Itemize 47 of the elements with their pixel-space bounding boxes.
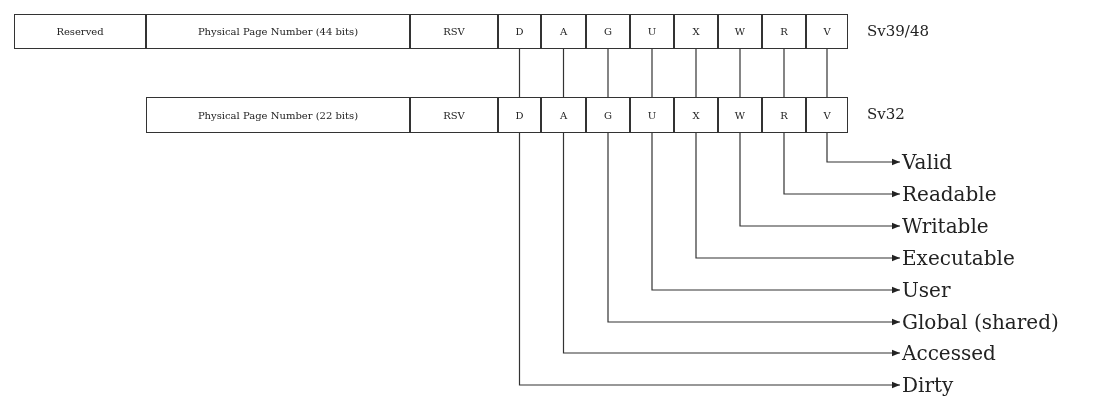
connector-line [783, 48, 785, 98]
connector-line [562, 48, 565, 98]
bit-field-cell: W [718, 97, 762, 133]
arrow [607, 132, 901, 326]
bit-field-cell: W [718, 14, 762, 49]
arrow [739, 132, 901, 230]
bit-field-cell: X [674, 97, 718, 133]
bit-field-cell: Physical Page Number (22 bits) [146, 97, 410, 133]
connector-line [739, 48, 741, 98]
flag-label: Dirty [902, 373, 954, 397]
bit-field-cell: G [586, 97, 630, 133]
bit-field-cell: D [498, 97, 541, 133]
connector-line [826, 48, 828, 98]
bit-field-cell: RSV [410, 14, 498, 49]
flag-label: Writable [902, 214, 989, 238]
connector-line [651, 48, 653, 98]
connector-line [695, 48, 697, 98]
bit-field-cell: V [806, 97, 848, 133]
bit-field-cell: Reserved [14, 14, 146, 49]
flag-label: Valid [902, 150, 953, 174]
arrow [562, 132, 901, 357]
arrow [826, 132, 901, 166]
arrow [518, 132, 901, 389]
bit-field-cell: D [498, 14, 541, 49]
arrow [695, 132, 901, 262]
arrow [783, 132, 901, 198]
bit-field-cell: Physical Page Number (44 bits) [146, 14, 410, 49]
bit-field-cell: R [762, 14, 806, 49]
row-format-label: Sv39/48 [867, 22, 929, 40]
connector-line [518, 48, 521, 98]
connector-line [607, 48, 609, 98]
bit-field-cell: X [674, 14, 718, 49]
flag-label: Readable [902, 182, 997, 206]
bit-field-cell: RSV [410, 97, 498, 133]
flag-label: User [902, 278, 951, 302]
bit-field-cell: A [541, 14, 586, 49]
bit-field-cell: U [630, 97, 674, 133]
bit-field-cell: V [806, 14, 848, 49]
bit-field-cell: A [541, 97, 586, 133]
flag-label: Executable [902, 246, 1015, 270]
row-format-label: Sv32 [867, 105, 905, 123]
bit-field-cell: U [630, 14, 674, 49]
arrow [651, 132, 901, 294]
flag-label: Accessed [902, 341, 996, 365]
bit-field-cell: R [762, 97, 806, 133]
flag-label: Global (shared) [902, 310, 1059, 334]
bit-field-cell: G [586, 14, 630, 49]
